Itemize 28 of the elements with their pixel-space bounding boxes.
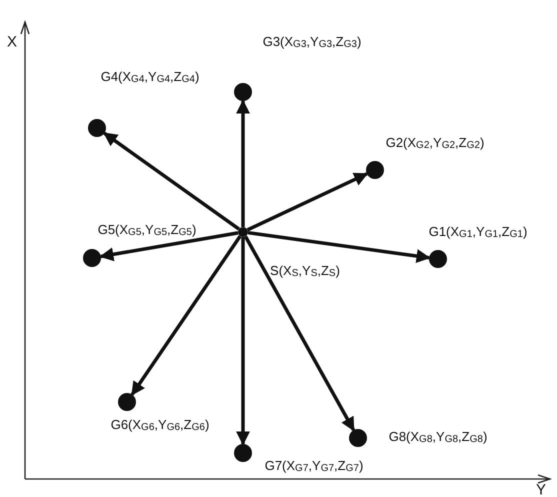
coordinate-label: S(X$_{S}$,Y$_{S}$,Z$_{S}$) [270,263,340,279]
coordinate-label: G6(X$_{G6}$,Y$_{G6}$,Z$_{G6}$) [110,417,210,433]
point-marker [238,227,248,237]
axis-label: Y [536,482,546,497]
arrow [236,237,250,446]
coordinate-label: G8(X$_{G8}$,Y$_{G8}$,Z$_{G8}$) [388,429,488,445]
arrow [100,231,238,262]
point-marker [429,250,447,268]
coordinate-label: G5(X$_{G5}$,Y$_{G5}$,Z$_{G5}$) [98,222,196,238]
coordinate-label: G2(X$_{G2}$,Y$_{G2}$,Z$_{G2}$) [386,135,484,151]
coordinate-label: G1(X$_{G1}$,Y$_{G1}$,Z$_{G1}$) [428,224,528,240]
arrow [244,236,356,432]
point-marker [349,429,367,447]
point-marker [366,161,384,179]
coordinate-label: G7(X$_{G7}$,Y$_{G7}$,Z$_{G7}$) [264,458,364,474]
coordinate-label: G4(X$_{G4}$,Y$_{G4}$,Z$_{G4}$) [100,69,200,85]
axis-label: X [7,34,17,50]
point-marker [88,119,106,137]
arrow [236,100,250,227]
arrow [130,235,242,396]
point-marker [234,83,252,101]
point-marker [118,393,136,411]
coordinate-label: G3(X$_{G3}$,Y$_{G3}$,Z$_{G3}$) [262,34,362,50]
arrow [248,230,430,263]
arrow [103,132,240,231]
point-marker [83,249,101,267]
point-marker [234,444,252,462]
arrow [246,172,368,232]
